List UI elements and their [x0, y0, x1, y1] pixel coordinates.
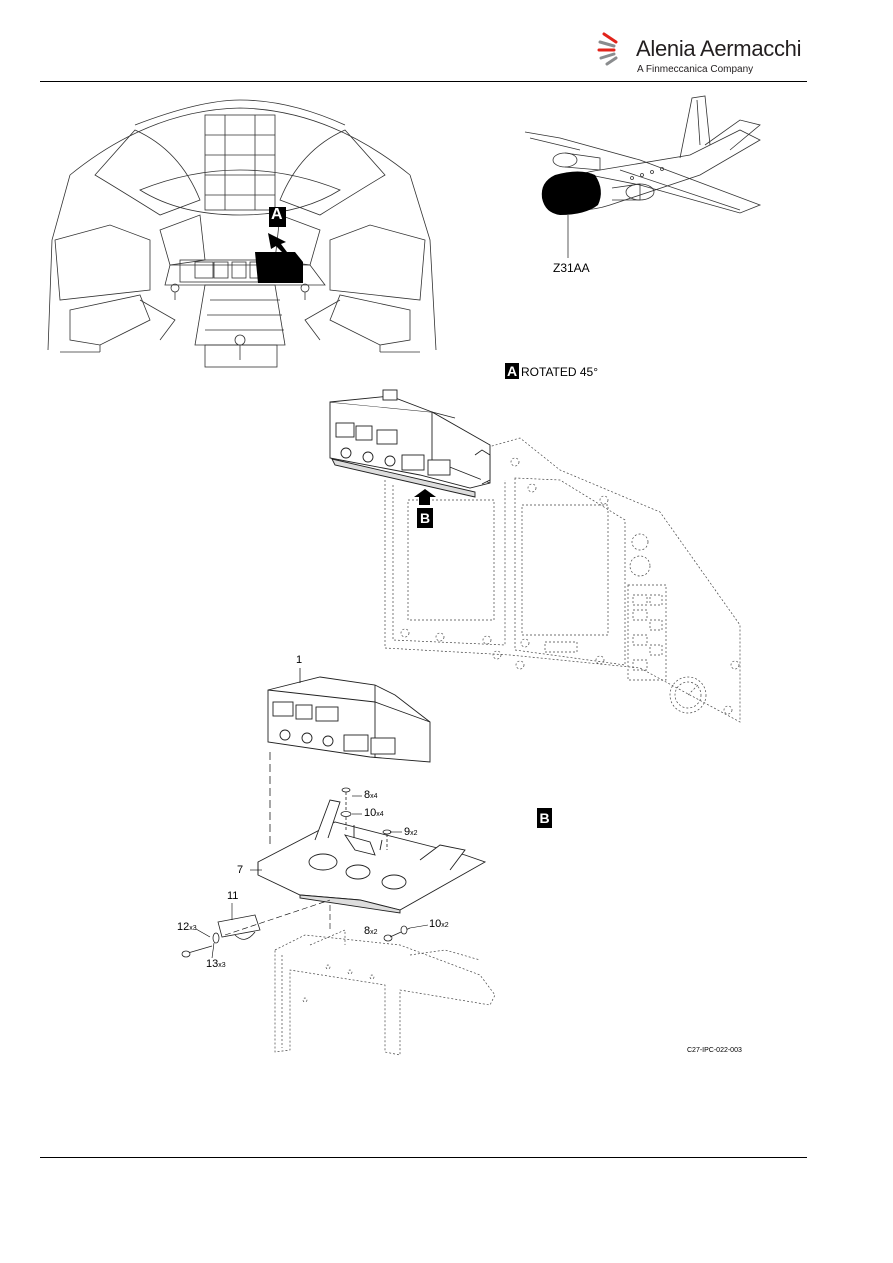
footer-rule — [40, 1157, 807, 1158]
callout-12-qty: x3 — [189, 925, 197, 932]
callout-10-number: 10 — [364, 807, 377, 819]
view-a-flag-marker — [269, 207, 286, 227]
company-logo: Alenia Aermacchi A Finmeccanica Company — [596, 22, 801, 82]
view-a-caption-text: ROTATED 45° — [521, 365, 599, 379]
callout-10b: 10x2 — [429, 918, 449, 930]
mounting-tray — [257, 799, 487, 914]
logo-mark-icon — [597, 32, 618, 66]
hardware — [181, 787, 411, 958]
callout-8-qty: x4 — [370, 793, 378, 800]
support-structure-phantom — [274, 929, 496, 1056]
brand-name: Alenia Aermacchi — [636, 36, 802, 61]
callout-13-number: 13 — [206, 958, 219, 970]
callout-7: 7 — [237, 864, 244, 876]
callout-1: 1 — [296, 654, 303, 666]
callout-8b: 8x2 — [364, 925, 378, 937]
zone-label: Z31AA — [553, 261, 590, 275]
view-b-title-letter: B — [537, 808, 552, 828]
callout-9-number: 9 — [404, 826, 411, 838]
callout-9: 9x2 — [404, 826, 418, 838]
callout-12-number: 12 — [177, 921, 190, 933]
highlighted-unit-marker — [255, 252, 303, 283]
cockpit-locator-view — [47, 99, 437, 368]
control-unit-installed — [329, 389, 491, 498]
figure-reference: C27-IPC-022-003 — [687, 1047, 742, 1054]
callout-10-qty: x4 — [376, 811, 384, 818]
view-a-flag-letter: A — [271, 206, 283, 223]
callout-8-number: 8 — [364, 789, 371, 801]
callout-11: 11 — [227, 890, 239, 902]
callout-13: 13x3 — [206, 958, 226, 970]
callout-leaders — [195, 795, 429, 959]
zone-highlight-marker — [541, 171, 601, 215]
brand-tagline: A Finmeccanica Company — [637, 64, 754, 75]
callout-13-qty: x3 — [218, 962, 226, 969]
callout-10b-number: 10 — [429, 918, 442, 930]
instrument-panel-phantom — [384, 437, 741, 723]
view-b-flag: B — [417, 508, 435, 528]
view-b-title: B — [537, 808, 554, 828]
callout-8: 8x4 — [364, 789, 378, 801]
view-b-arrow-icon — [414, 489, 436, 505]
view-b-flag-letter: B — [417, 508, 433, 528]
callout-8b-qty: x2 — [370, 929, 378, 936]
view-a-letter: A — [505, 363, 519, 379]
control-unit-exploded — [267, 676, 431, 763]
view-a-arrow-icon — [268, 233, 287, 252]
callout-12: 12x3 — [177, 921, 197, 933]
callout-10b-qty: x2 — [441, 922, 449, 929]
callout-8b-number: 8 — [364, 925, 371, 937]
callout-10: 10x4 — [364, 807, 384, 819]
callout-9-qty: x2 — [410, 830, 418, 837]
assembly-line — [224, 899, 331, 936]
header-rule — [40, 81, 807, 82]
